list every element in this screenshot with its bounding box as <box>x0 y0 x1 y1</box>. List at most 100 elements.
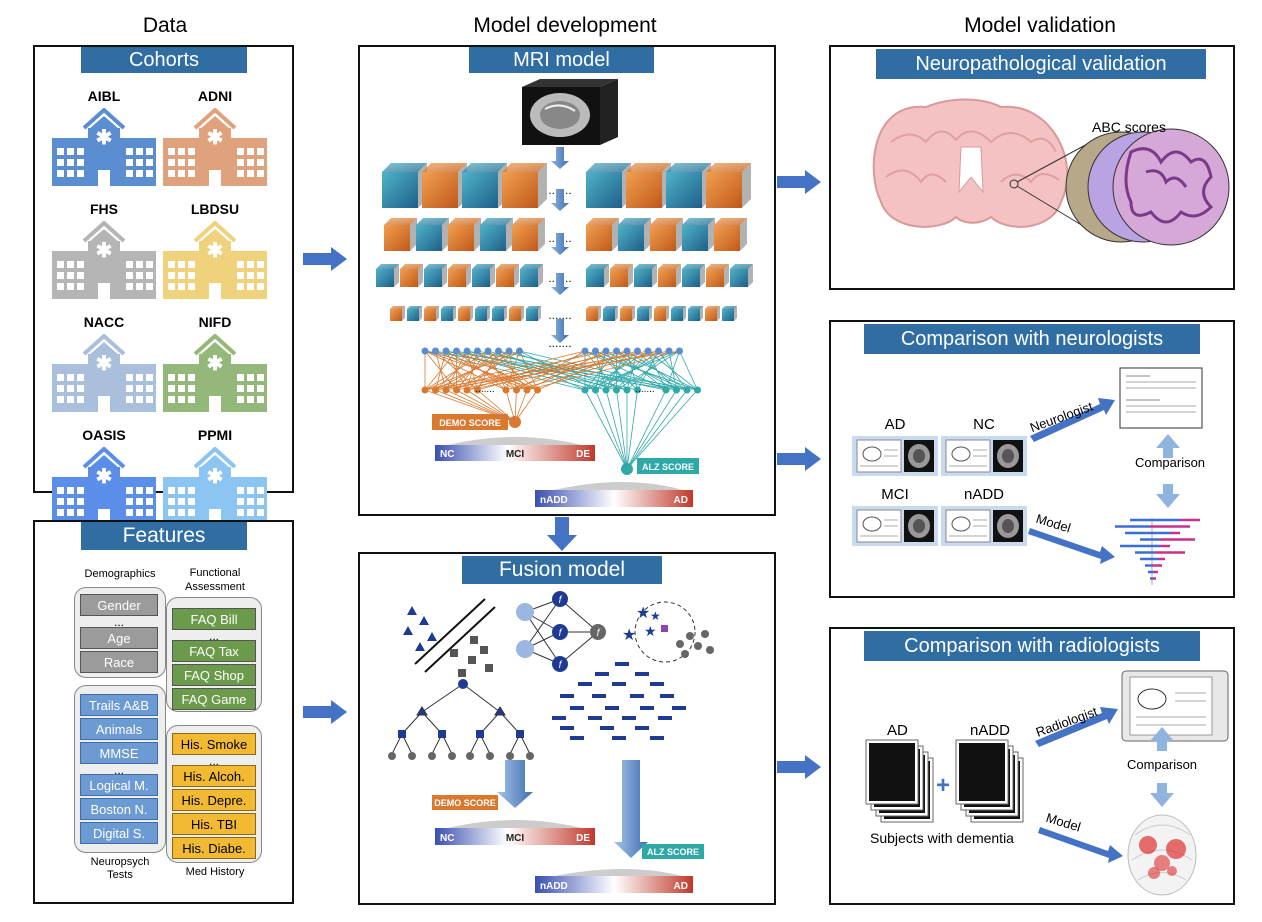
tree-node <box>622 716 636 720</box>
column-heading-model-development: Model development <box>473 14 657 37</box>
network-node <box>442 347 450 355</box>
mri-network-diagram: ................................... ....… <box>376 79 753 507</box>
tree-node <box>570 736 584 740</box>
conv-block <box>462 163 507 208</box>
tree-node <box>595 672 609 676</box>
network-node <box>602 347 610 355</box>
network-node <box>694 386 701 394</box>
conv-block <box>618 218 651 251</box>
network-node <box>495 347 502 355</box>
ellipsis: ....... <box>548 308 571 322</box>
neural-network-layers: .............. <box>421 347 701 470</box>
feature-faq-game: FAQ Game <box>172 688 256 710</box>
fusion-model-diagram: f f f f ★ ★ ★ ★ DEMO SCORE <box>388 591 714 893</box>
neuropsych-label-line1: Neuropsych <box>90 856 150 868</box>
network-node <box>683 386 691 394</box>
arrow-down-icon <box>551 147 569 169</box>
conv-block <box>671 306 686 321</box>
cohort-name: LBDSU <box>190 201 240 217</box>
tree-node <box>600 726 614 730</box>
feature-faq-tax: FAQ Tax <box>172 640 256 662</box>
network-node <box>505 347 513 355</box>
tree-node <box>612 682 626 686</box>
network-node <box>502 386 510 394</box>
network-node <box>676 347 683 355</box>
network-node <box>421 347 429 355</box>
scale-nc: NC <box>440 833 454 844</box>
conv-block <box>706 264 729 287</box>
conv-block <box>620 306 635 321</box>
network-node <box>516 347 523 355</box>
cohort-name: PPMI <box>197 427 233 443</box>
column-heading-data: Data <box>142 14 188 37</box>
neurologists-flow-diagram: Neurologist Model Comparison <box>1028 367 1205 585</box>
alz-score-fan <box>545 869 690 878</box>
alz-score-fan <box>545 482 690 492</box>
comparison-label: Comparison <box>1135 455 1205 470</box>
ellipsis: ... <box>208 629 219 643</box>
network-node <box>442 386 450 394</box>
feature-faq-shop: FAQ Shop <box>172 664 256 686</box>
conv-block <box>400 264 423 287</box>
arrow-right-icon <box>777 170 821 194</box>
feature-mmse: MMSE <box>80 742 158 764</box>
conv-block <box>441 306 456 321</box>
cohort-name: NIFD <box>198 314 232 330</box>
conv-block <box>637 306 652 321</box>
neuropsych-label-line2: Tests <box>107 869 133 881</box>
mlp-network-icon: f f f f <box>516 591 606 672</box>
report-sheet-icon <box>1119 367 1203 429</box>
ellipsis: ....... <box>635 384 654 395</box>
svg-text:✱: ✱ <box>207 353 224 375</box>
network-node <box>453 386 460 394</box>
arrow-up-icon <box>1150 727 1174 751</box>
conv-block <box>520 264 543 287</box>
conv-block <box>382 163 427 208</box>
feature-logical-memory: Logical M. <box>80 774 158 796</box>
nadd-ad-scale <box>535 876 693 893</box>
feature-age: Age <box>80 627 158 649</box>
feature-his-diabetes: His. Diabe. <box>172 837 256 859</box>
functional-label-line1: Functional <box>189 567 241 579</box>
network-node <box>613 386 620 394</box>
hospital-icon: ✱ <box>52 447 156 525</box>
node-f-label: f <box>559 595 563 606</box>
cohort-name: ADNI <box>197 88 233 104</box>
svg-text:✱: ✱ <box>96 466 113 488</box>
svg-text:✱: ✱ <box>96 127 113 149</box>
svg-text:✱: ✱ <box>96 240 113 262</box>
conv-block <box>682 264 705 287</box>
hospital-icon: ✱ <box>163 447 267 525</box>
demo-score-badge <box>432 414 508 430</box>
med-history-label: Med History <box>185 866 245 878</box>
radiologists-title: Comparison with radiologists <box>864 631 1200 661</box>
cohort-name: FHS <box>90 201 118 217</box>
conv-block <box>448 264 471 287</box>
feature-his-alcohol: His. Alcoh. <box>172 765 256 787</box>
network-node <box>644 347 652 355</box>
tree-node <box>650 736 664 740</box>
arrow-down-icon <box>1150 783 1174 807</box>
ellipsis: ... <box>113 763 124 777</box>
nadd-ad-scale <box>535 490 693 507</box>
alz-score-node <box>621 463 633 475</box>
arrow-down-icon <box>551 273 569 295</box>
tree-node <box>635 726 649 730</box>
network-node <box>665 347 673 355</box>
arrow-right-icon <box>303 700 347 724</box>
knn-icon: ★ ★ ★ ★ <box>622 601 714 663</box>
group-label: MCI <box>881 486 909 503</box>
ellipsis: ....... <box>548 336 571 350</box>
scale-nc: NC <box>440 449 454 460</box>
svm-icon <box>403 598 496 677</box>
ellipsis: ... <box>208 754 219 768</box>
case-card-icon <box>941 506 1027 546</box>
node-f-label: f <box>559 660 563 671</box>
conv-block <box>526 306 541 321</box>
conv-block <box>586 163 631 208</box>
ellipsis: ... <box>113 615 124 629</box>
svg-text:✱: ✱ <box>207 127 224 149</box>
star-icon: ★ <box>644 623 657 639</box>
conv-block <box>626 163 671 208</box>
